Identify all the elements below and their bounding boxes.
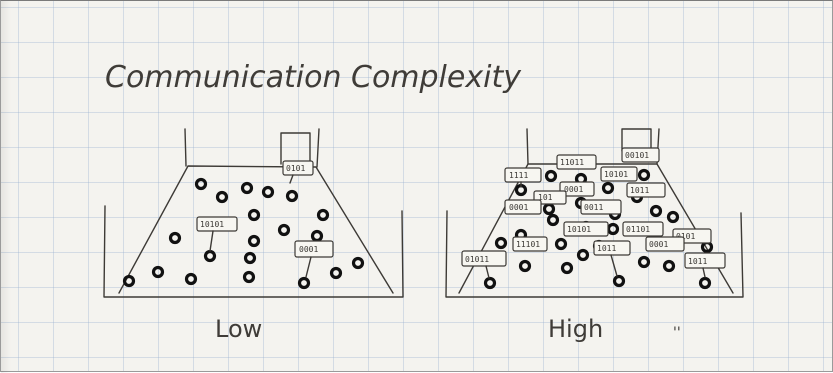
message-note: 1111 <box>505 168 541 187</box>
message-note: 11101 <box>513 237 547 251</box>
message-note: 10101 <box>564 222 608 236</box>
svg-text:01101: 01101 <box>626 225 650 234</box>
message-note: 11011 <box>557 155 596 169</box>
panel-label-high: High <box>548 315 603 343</box>
panel-low: 0101 10101 0001 Low <box>104 129 403 343</box>
message-note: 01101 <box>623 222 663 236</box>
panel-label-low: Low <box>215 315 262 343</box>
svg-text:10101: 10101 <box>604 170 628 179</box>
low-notes: 0101 10101 0001 <box>197 161 333 277</box>
svg-text:1011: 1011 <box>630 186 649 195</box>
svg-text:11011: 11011 <box>560 158 584 167</box>
message-note: 0001 <box>505 200 541 214</box>
svg-text:10101: 10101 <box>567 225 591 234</box>
high-funnel-left <box>527 129 528 164</box>
message-note: 0001 <box>646 237 684 251</box>
low-dots <box>125 180 363 288</box>
message-note: 0001 <box>295 241 333 277</box>
message-note: 10101 <box>601 167 637 181</box>
svg-text:0001: 0001 <box>564 185 583 194</box>
stray-pencil-mark: '' <box>673 325 681 341</box>
message-note: 1011 <box>594 241 630 276</box>
message-note: 0101 <box>283 161 313 183</box>
svg-text:1111: 1111 <box>509 171 528 180</box>
low-chimney-block <box>281 133 310 164</box>
svg-text:0001: 0001 <box>509 203 528 212</box>
message-note: 1011 <box>627 183 665 197</box>
low-pile-outline <box>119 166 393 293</box>
svg-text:0001: 0001 <box>299 245 318 254</box>
svg-text:0011: 0011 <box>584 203 603 212</box>
svg-text:10101: 10101 <box>200 220 224 229</box>
low-funnel-left <box>185 129 186 166</box>
svg-text:1011: 1011 <box>688 257 707 266</box>
message-note: 10101 <box>197 217 237 251</box>
svg-text:0101: 0101 <box>286 164 305 173</box>
svg-text:1011: 1011 <box>597 244 616 253</box>
svg-text:11101: 11101 <box>516 240 540 249</box>
panel-high: 00101 11011 1111 10101 0001 <box>446 129 743 343</box>
low-funnel-right <box>317 129 319 167</box>
message-note: 0011 <box>581 200 621 214</box>
svg-text:01011: 01011 <box>465 255 489 264</box>
message-note: 1011 <box>685 253 725 277</box>
svg-text:00101: 00101 <box>625 151 649 160</box>
diagram-title: Communication Complexity <box>105 60 522 95</box>
svg-text:0001: 0001 <box>649 240 668 249</box>
message-note: 00101 <box>622 148 659 162</box>
